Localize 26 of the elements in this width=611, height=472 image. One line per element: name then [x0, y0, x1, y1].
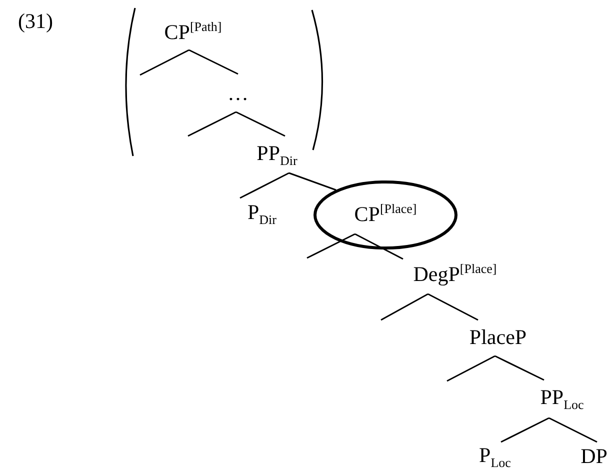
tree-branch: [236, 111, 286, 137]
node-text: DegP$^{[Place]}$: [413, 262, 497, 288]
tree-branch: [188, 49, 238, 75]
node-text: CP$^{[Place]}$: [354, 202, 417, 228]
node-text: …: [228, 82, 248, 104]
node-text: PP$_{Dir}$: [256, 142, 298, 166]
tree-branch: [548, 417, 598, 443]
node-text: CP$^{[Path]}$: [164, 20, 222, 46]
tree-branch: [240, 172, 290, 199]
tree-branch: [428, 293, 478, 321]
tree-branch: [306, 233, 356, 259]
tree-branch: [380, 293, 428, 321]
node-text: PlaceP: [469, 326, 527, 348]
tree-branch: [288, 172, 336, 191]
node-text: DP: [580, 445, 608, 467]
node-text: PP$_{Loc}$: [540, 386, 584, 410]
tree-branch: [446, 355, 496, 382]
tree-branch: [188, 111, 236, 137]
tree-branch: [500, 417, 550, 443]
node-text: P$_{Dir}$: [247, 200, 277, 226]
example-number: (31): [18, 10, 53, 32]
tree-branch: [494, 355, 544, 381]
circled-tree-node: [313, 180, 458, 250]
tree-branch: [140, 49, 190, 76]
node-text: P$_{Loc}$: [479, 444, 511, 468]
tree-branch: [354, 233, 404, 260]
